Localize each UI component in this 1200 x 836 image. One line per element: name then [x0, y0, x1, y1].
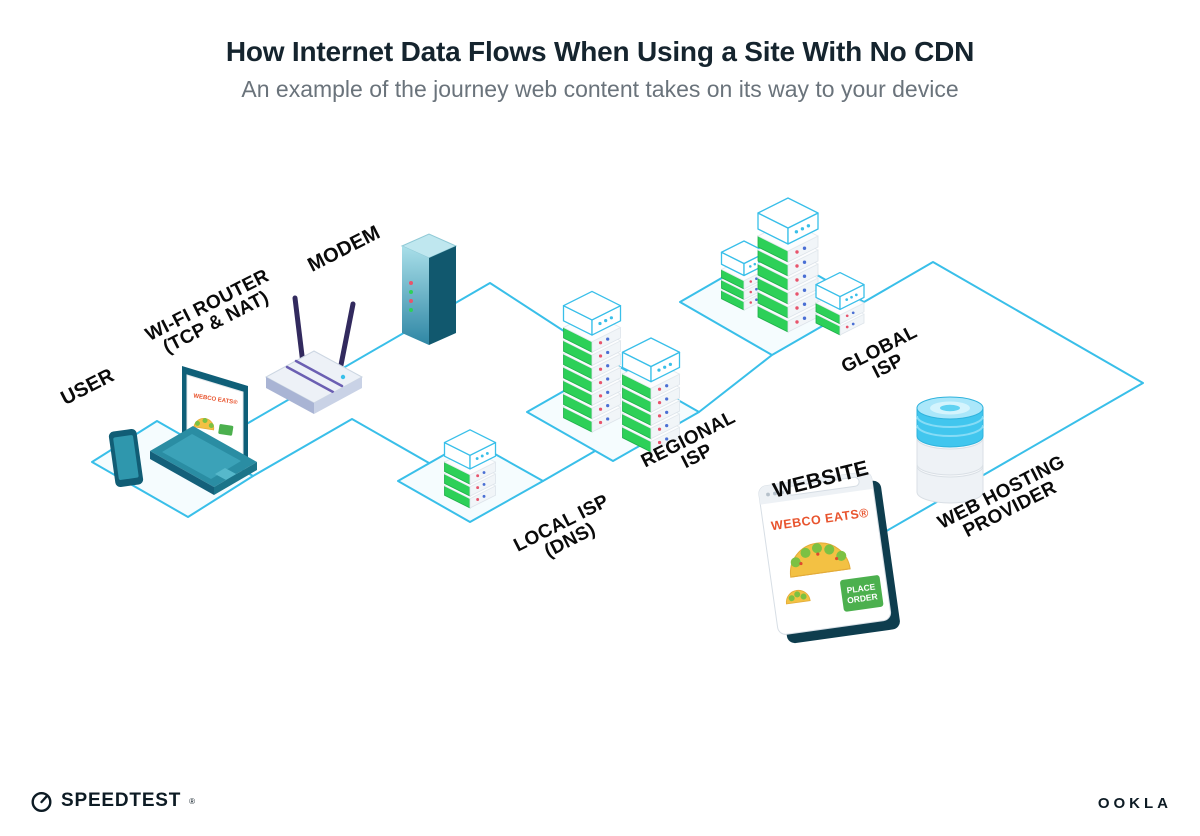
modem-led [409, 308, 413, 312]
modem-led [409, 281, 413, 285]
browser-dot [773, 491, 777, 496]
ookla-wordmark: OOKLA [1097, 795, 1172, 812]
connector-global-hosting-website [863, 261, 1144, 538]
modem-illustration [400, 233, 458, 345]
user-device-illustration: WEBCO EATS® [108, 366, 257, 495]
svg-text:ORDER: ORDER [846, 591, 878, 605]
phone-icon [108, 428, 144, 488]
svg-text:PLACE: PLACE [846, 581, 876, 595]
taco-icon [789, 542, 851, 578]
connector-regional-global [698, 354, 773, 413]
global-isp-servers-illustration [720, 197, 865, 336]
web-hosting-database-illustration [916, 396, 984, 504]
browser-address-pill [787, 476, 860, 496]
speedtest-wordmark: SPEEDTEST [61, 790, 182, 811]
page-title: How Internet Data Flows When Using a Sit… [225, 36, 975, 67]
browser-dot [779, 490, 784, 495]
local-isp-servers-illustration [443, 429, 497, 509]
wifi-router-illustration [264, 295, 364, 414]
connector-localisp-regional [542, 450, 596, 482]
modem-led [409, 299, 413, 303]
website-browser-illustration: WEBCO EATS® PLACE [758, 471, 900, 644]
laptop-icon: WEBCO EATS® [150, 366, 257, 495]
taco-icon-small [785, 589, 811, 605]
order-button-mini [218, 424, 234, 436]
browser-dot [766, 492, 770, 497]
ookla-logo: OOKLA [1098, 795, 1172, 812]
regional-isp-servers-illustration [562, 290, 681, 453]
place-order-button: PLACE ORDER [840, 575, 884, 612]
speedtest-trademark: ® [189, 796, 196, 806]
connector-user-localisp [252, 418, 430, 477]
page-subtitle: An example of the journey web content ta… [241, 76, 959, 102]
router-antenna [337, 301, 356, 373]
speedtest-logo: SPEEDTEST ® [30, 789, 196, 813]
modem-led [409, 290, 413, 294]
speedtest-gauge-icon [31, 791, 52, 813]
